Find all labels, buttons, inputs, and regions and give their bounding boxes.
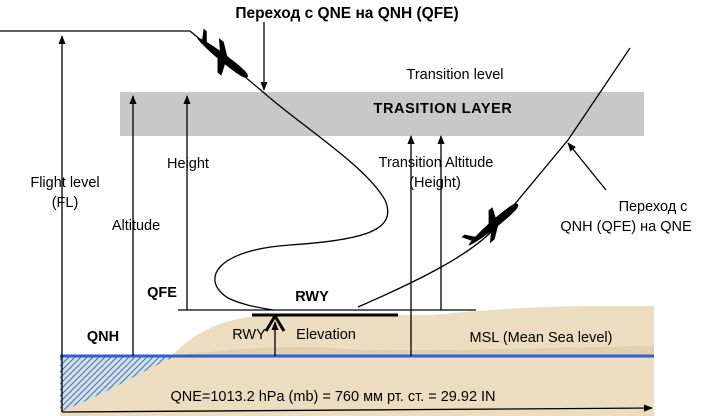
transition-layer-band [120,92,644,136]
airplane-icon [461,203,519,246]
transition-layer-label: TRASITION LAYER [374,101,513,117]
elevation-label: Elevation [296,327,356,343]
height-label: Height [167,156,209,172]
qfe-label: QFE [147,285,177,301]
altitude-label: Altitude [112,218,160,234]
climb-flight-path [357,47,631,308]
msl-label: MSL (Mean Sea level) [470,330,613,346]
qnh-label: QNH [87,329,119,345]
ground-below-sea [60,358,654,416]
bottom-axis [61,404,653,413]
standard-pressure-label: QNE=1013.2 hPa (mb) = 760 мм рт. ст. = 2… [170,389,495,405]
flight-level-label: Flight level [30,175,99,191]
water-body [60,356,176,412]
flight-level-abbr: (FL) [52,195,79,211]
diagram-title: Переход с QNE на QNH (QFE) [235,5,458,22]
transition-altitude-label: Transition Altitude [379,155,494,171]
descent-flight-path [0,30,389,311]
switch-qnh-qne-sublabel: QNH (QFE) на QNE [560,219,692,235]
airplane-icon [196,28,248,78]
runway-elevation-label: RWY [232,327,266,343]
runway-elevation-marker [264,313,286,332]
switch-qnh-qne-label: Переход с [619,199,688,215]
transition-height-label: (Height) [409,175,461,191]
transition-level-label: Transition level [407,67,504,83]
switch-qnh-qne-pointer [567,142,607,191]
runway-label: RWY [295,289,329,305]
